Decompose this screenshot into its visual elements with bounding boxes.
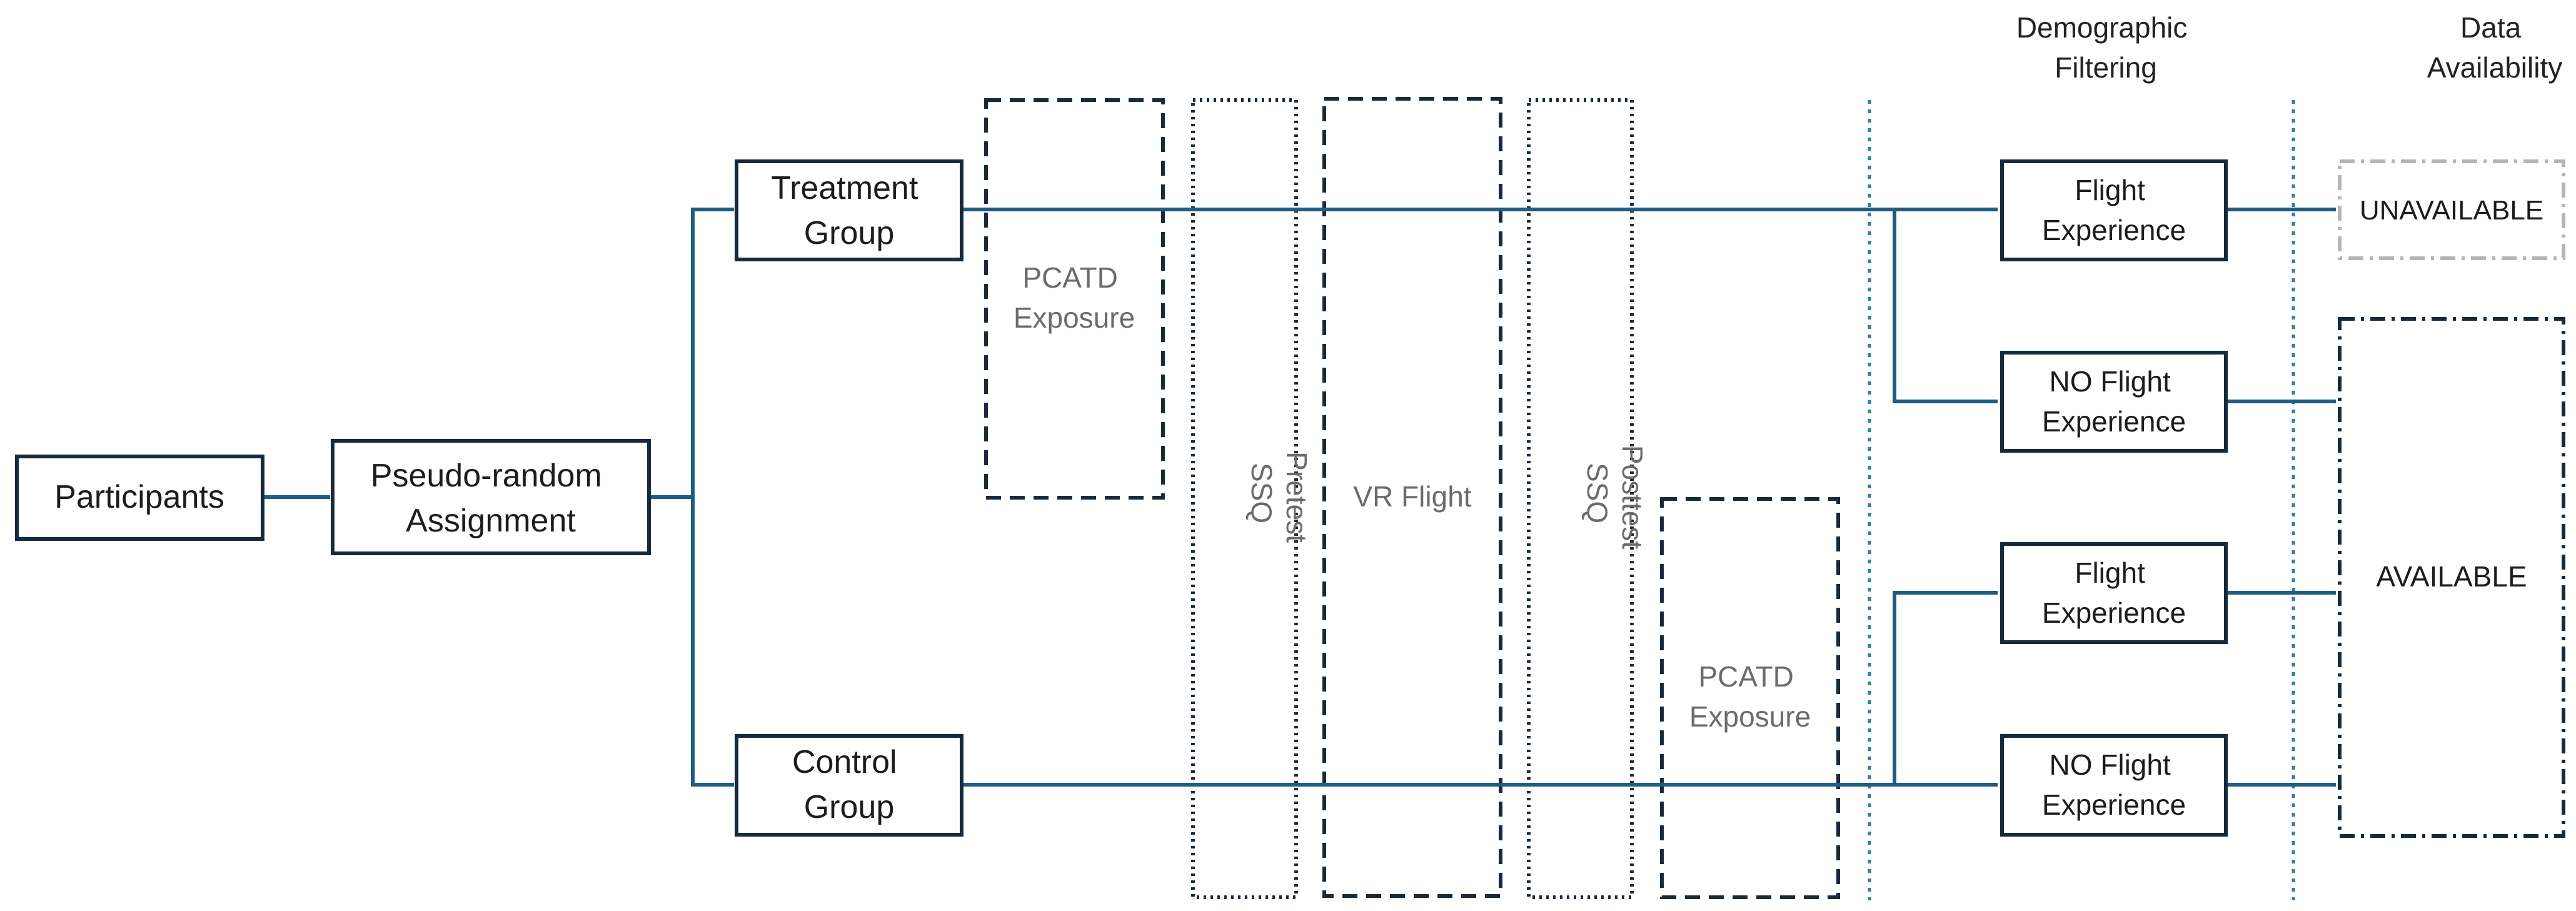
stage-pcatd-control-label: PCATD Exposure xyxy=(1689,660,1811,733)
header-demographic-filtering: Demographic Filtering xyxy=(2016,11,2195,84)
participants-box: Participants xyxy=(15,455,264,541)
available-box: AVAILABLE xyxy=(2338,317,2565,838)
control-flight-experience-box: Flight Experience xyxy=(2000,542,2228,644)
control-group-box: Control Group xyxy=(735,734,963,837)
participants-label: Participants xyxy=(54,479,224,515)
available-label: AVAILABLE xyxy=(2376,560,2527,593)
control-no-flight-experience-label: NO Flight Experience xyxy=(2042,748,2186,821)
process-boxes: Participants Pseudo-random Assignment Tr… xyxy=(15,159,2228,837)
stage-vr-flight-label: VR Flight xyxy=(1353,480,1471,513)
stage-ssq-pretest-label: SSQ Pretest xyxy=(1245,451,1313,543)
treatment-flight-experience-label: Flight Experience xyxy=(2042,174,2186,246)
column-headers: Demographic Filtering Data Availability xyxy=(2016,11,2562,84)
connectors xyxy=(263,208,2337,787)
assignment-label: Pseudo-random Assignment xyxy=(371,458,611,539)
treatment-no-flight-experience-label: NO Flight Experience xyxy=(2042,365,2186,438)
treatment-group-box: Treatment Group xyxy=(735,159,963,261)
stage-boxes: PCATD Exposure SSQ Pretest VR Flight SSQ… xyxy=(984,97,1840,899)
stage-ssq-posttest-label: SSQ Posttest xyxy=(1581,445,1649,549)
outcome-boxes: UNAVAILABLE AVAILABLE xyxy=(2338,159,2565,838)
control-flight-experience-label: Flight Experience xyxy=(2042,556,2186,629)
treatment-no-flight-experience-box: NO Flight Experience xyxy=(2000,351,2228,453)
unavailable-box: UNAVAILABLE xyxy=(2338,159,2565,260)
header-data-availability: Data Availability xyxy=(2427,11,2562,84)
separator-lines xyxy=(1868,100,2295,900)
stage-pcatd-treatment xyxy=(984,98,1165,500)
stage-vr-flight xyxy=(1322,97,1502,898)
stage-pcatd-control xyxy=(1660,497,1840,899)
stage-pcatd-treatment-label: PCATD Exposure xyxy=(1014,261,1135,334)
assignment-box: Pseudo-random Assignment xyxy=(331,439,651,555)
control-group-label: Control Group xyxy=(792,744,906,825)
treatment-flight-experience-box: Flight Experience xyxy=(2000,159,2228,261)
treatment-group-label: Treatment Group xyxy=(771,170,927,251)
unavailable-label: UNAVAILABLE xyxy=(2360,195,2543,226)
control-no-flight-experience-box: NO Flight Experience xyxy=(2000,734,2228,837)
